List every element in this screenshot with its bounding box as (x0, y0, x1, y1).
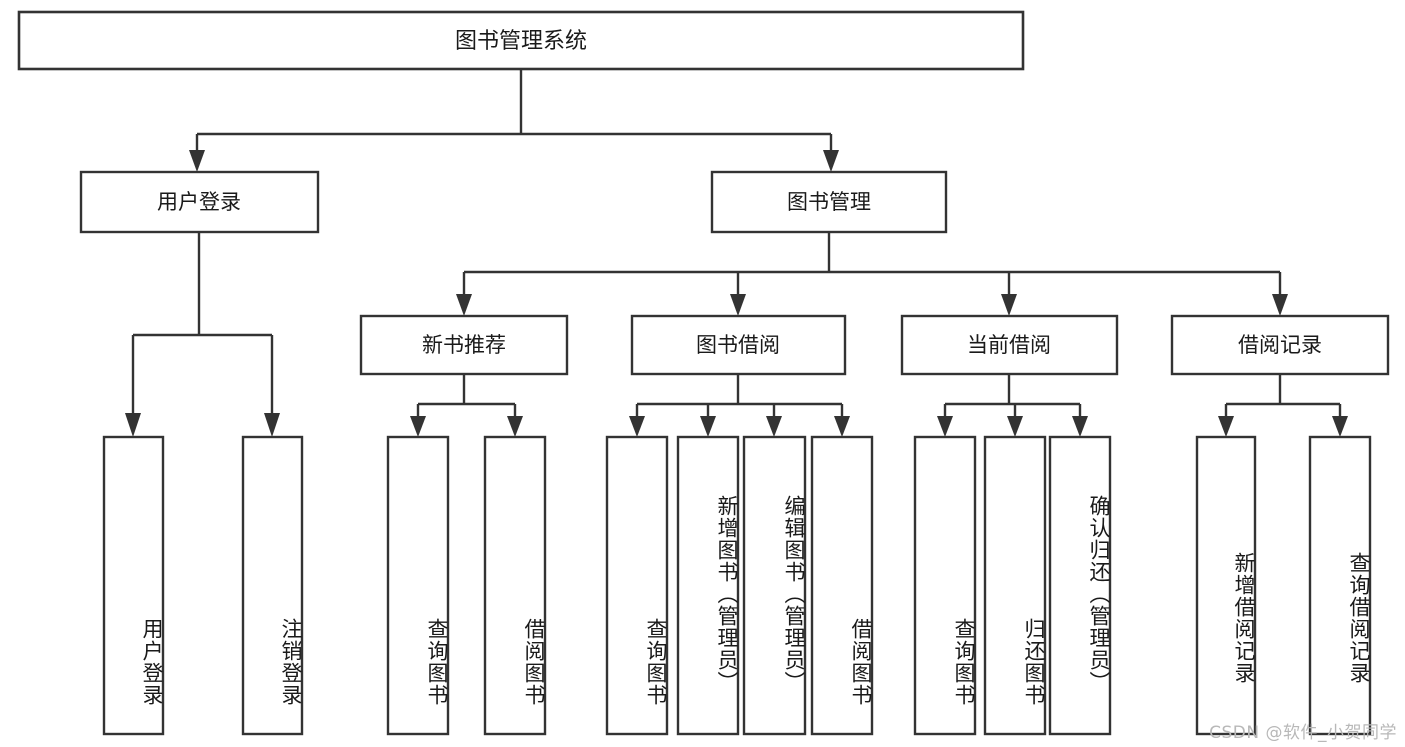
arrow-head-icon (629, 416, 645, 437)
arrow-head-icon (700, 416, 716, 437)
leaf-boxes-group (102, 435, 1372, 736)
arrow-head-icon (766, 416, 782, 437)
node-root-rect[interactable] (17, 10, 1025, 71)
leaf-query-book-borrow-rect[interactable] (605, 435, 669, 736)
node-book-manage[interactable]: 图书管理 (710, 170, 948, 234)
arrow-head-icon (1001, 294, 1017, 316)
arrow-head-icon (937, 416, 953, 437)
leaf-query-record-rect[interactable] (1308, 435, 1372, 736)
arrow-head-icon (1332, 416, 1348, 437)
arrow-head-icon (1072, 416, 1088, 437)
leaf-return-book-rect[interactable] (983, 435, 1047, 736)
leaf-query-book-rec-rect[interactable] (386, 435, 450, 736)
leaf-edit-book-rect[interactable] (742, 435, 807, 736)
leaf-user-logout-rect[interactable] (241, 435, 304, 736)
connector-book-manage-to-level3 (456, 232, 1288, 316)
node-new-book-recommend-label: 新书推荐 (422, 333, 506, 357)
node-book-borrow-label: 图书借阅 (696, 333, 780, 357)
node-current-borrow[interactable]: 当前借阅 (900, 314, 1119, 376)
node-borrow-record[interactable]: 借阅记录 (1170, 314, 1390, 376)
node-new-book-recommend-rect[interactable] (359, 314, 569, 376)
connector-borrow-record-to-leaves (1218, 374, 1348, 437)
watermark-text: CSDN @软件_小贺同学 (1209, 723, 1397, 743)
node-book-manage-label: 图书管理 (787, 190, 871, 214)
node-current-borrow-rect[interactable] (900, 314, 1119, 376)
connector-new-book-recommend-to-leaves (410, 374, 523, 437)
arrow-head-icon (264, 413, 280, 437)
arrow-head-icon (125, 413, 141, 437)
arrow-head-icon (189, 150, 205, 172)
arrow-head-icon (1272, 294, 1288, 316)
connector-user-login-to-leaves (125, 232, 280, 437)
arrow-head-icon (730, 294, 746, 316)
leaf-add-record-rect[interactable] (1195, 435, 1257, 736)
leaf-borrow-book-rec-rect[interactable] (483, 435, 547, 736)
node-book-borrow[interactable]: 图书借阅 (630, 314, 847, 376)
leaf-confirm-return-rect[interactable] (1048, 435, 1112, 736)
node-borrow-record-label: 借阅记录 (1238, 333, 1322, 357)
node-current-borrow-label: 当前借阅 (967, 333, 1051, 357)
arrow-head-icon (1218, 416, 1234, 437)
node-user-login-rect[interactable] (79, 170, 320, 234)
node-user-login[interactable]: 用户登录 (79, 170, 320, 234)
leaf-user-login-rect[interactable] (102, 435, 165, 736)
connector-book-borrow-to-leaves (629, 374, 850, 437)
arrow-head-icon (823, 150, 839, 172)
arrow-head-icon (456, 294, 472, 316)
node-root[interactable]: 图书管理系统 (17, 10, 1025, 71)
arrow-head-icon (507, 416, 523, 437)
arrow-head-icon (410, 416, 426, 437)
node-root-label: 图书管理系统 (455, 29, 587, 54)
node-user-login-label: 用户登录 (157, 190, 241, 214)
arrow-head-icon (1007, 416, 1023, 437)
node-new-book-recommend[interactable]: 新书推荐 (359, 314, 569, 376)
connector-current-borrow-to-leaves (937, 374, 1088, 437)
leaf-borrow-book-rect[interactable] (810, 435, 874, 736)
connector-root-to-level2 (189, 69, 839, 172)
arrow-head-icon (834, 416, 850, 437)
leaf-add-book-rect[interactable] (676, 435, 740, 736)
leaf-query-book-cur-rect[interactable] (913, 435, 977, 736)
